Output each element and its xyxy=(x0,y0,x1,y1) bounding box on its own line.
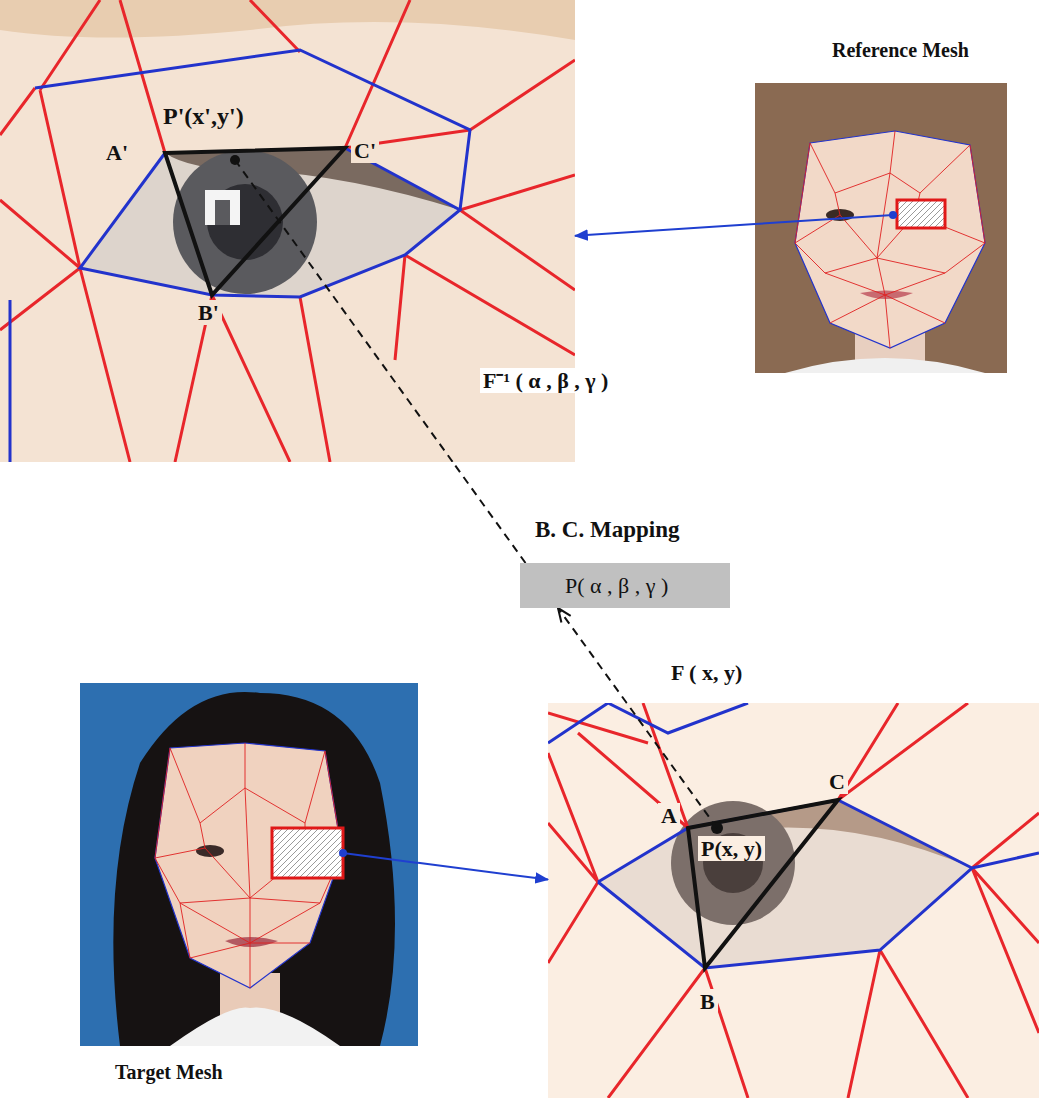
node-label: B xyxy=(697,989,718,1014)
node-label: C' xyxy=(351,138,379,163)
zoom-arrow xyxy=(575,224,755,236)
mapping-line xyxy=(453,462,526,563)
node-label: B' xyxy=(195,300,222,325)
zoom-arrow xyxy=(418,863,548,880)
target-photo: Target Mesh xyxy=(80,683,418,1046)
node-label: A' xyxy=(103,140,131,165)
inverse-mapping-label: F⁻¹ ( α , β , γ ) xyxy=(480,368,611,393)
target-face-photo xyxy=(80,683,418,1046)
forward-mapping-label: F ( x, y) xyxy=(668,660,745,685)
node-label: P(x, y) xyxy=(698,836,765,861)
target-eye-zoom xyxy=(548,703,1039,1098)
target-zoom-panel: C A P(x, y) B xyxy=(548,703,1039,1098)
node-label: P( α , β , γ ) xyxy=(565,573,668,598)
mapping-title-label: B. C. Mapping xyxy=(532,517,682,543)
reference-face-photo xyxy=(755,83,1007,373)
node-label: C xyxy=(826,769,848,794)
mapping-arrow xyxy=(558,608,627,703)
barycentric-box: P( α , β , γ ) xyxy=(520,563,730,608)
node-label: P'(x',y') xyxy=(160,103,247,131)
reference-photo: Reference Mesh xyxy=(755,83,1007,373)
node-label: A xyxy=(658,803,680,828)
node-label: Reference Mesh xyxy=(832,39,969,62)
node-label: Target Mesh xyxy=(115,1061,223,1084)
